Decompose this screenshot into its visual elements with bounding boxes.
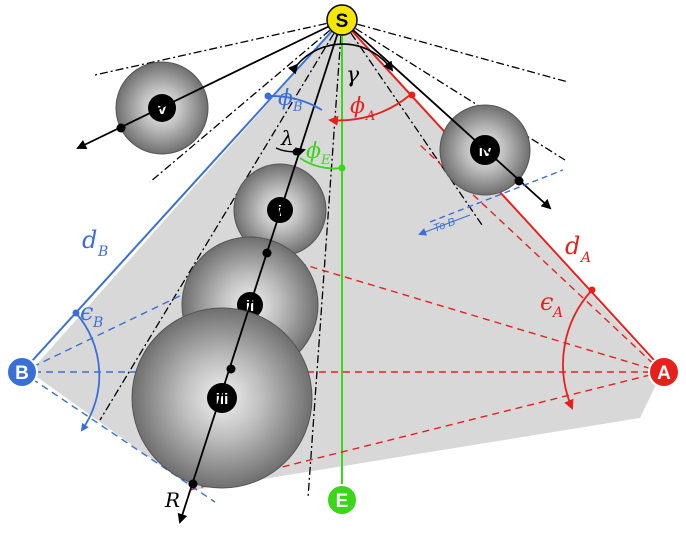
svg-text:ϕ: ϕ (350, 94, 365, 119)
svg-text:A: A (365, 109, 375, 124)
sphere-v-label: v (158, 101, 167, 118)
to-b-arrow (418, 214, 471, 236)
svg-text:B: B (292, 100, 303, 115)
arc-phi-a (328, 94, 411, 126)
label-gamma: γ (346, 63, 360, 88)
svg-text:A: A (657, 363, 671, 384)
svg-text:B: B (92, 315, 103, 331)
svg-text:ϵ: ϵ (80, 298, 93, 326)
node-s: S (326, 4, 358, 36)
ray-iv (341, 19, 552, 210)
label-eps-b: ϵ B (80, 298, 103, 331)
svg-text:A: A (551, 305, 563, 321)
svg-text:d: d (565, 232, 580, 260)
svg-text:S: S (336, 11, 349, 32)
arc-gamma (287, 43, 394, 75)
label-r: R (164, 488, 180, 512)
arc-lambda (275, 147, 306, 158)
label-eps-a: ϵ A (540, 288, 563, 321)
svg-text:d: d (82, 226, 97, 254)
tangent-iv (429, 169, 564, 223)
node-b: B (6, 356, 38, 388)
label-phi-a: ϕ A (350, 94, 375, 124)
svg-text:B: B (15, 363, 29, 384)
arc-eps-a (562, 289, 593, 410)
label-d-b: d B (82, 226, 108, 260)
svg-text:A: A (579, 250, 591, 266)
label-lambda: λ (280, 126, 294, 150)
ray-r (177, 19, 343, 524)
label-d-a: d A (565, 232, 591, 266)
arc-eps-b (75, 312, 101, 432)
svg-text:E: E (320, 153, 331, 168)
node-e: E (326, 484, 358, 516)
svg-text:ϕ: ϕ (278, 86, 293, 111)
line-s-a (341, 19, 666, 373)
svg-text:B: B (97, 244, 108, 260)
svg-text:E: E (336, 491, 349, 512)
arc-phi-b (267, 95, 323, 111)
svg-text:ϵ: ϵ (540, 288, 553, 316)
sphere-iii: iii (131, 307, 313, 489)
label-phi-e: ϕ E (306, 139, 331, 168)
tangent-points (116, 123, 524, 489)
node-a: A (648, 356, 680, 388)
svg-text:ϕ: ϕ (306, 139, 321, 164)
label-phi-b: ϕ B (278, 86, 303, 115)
